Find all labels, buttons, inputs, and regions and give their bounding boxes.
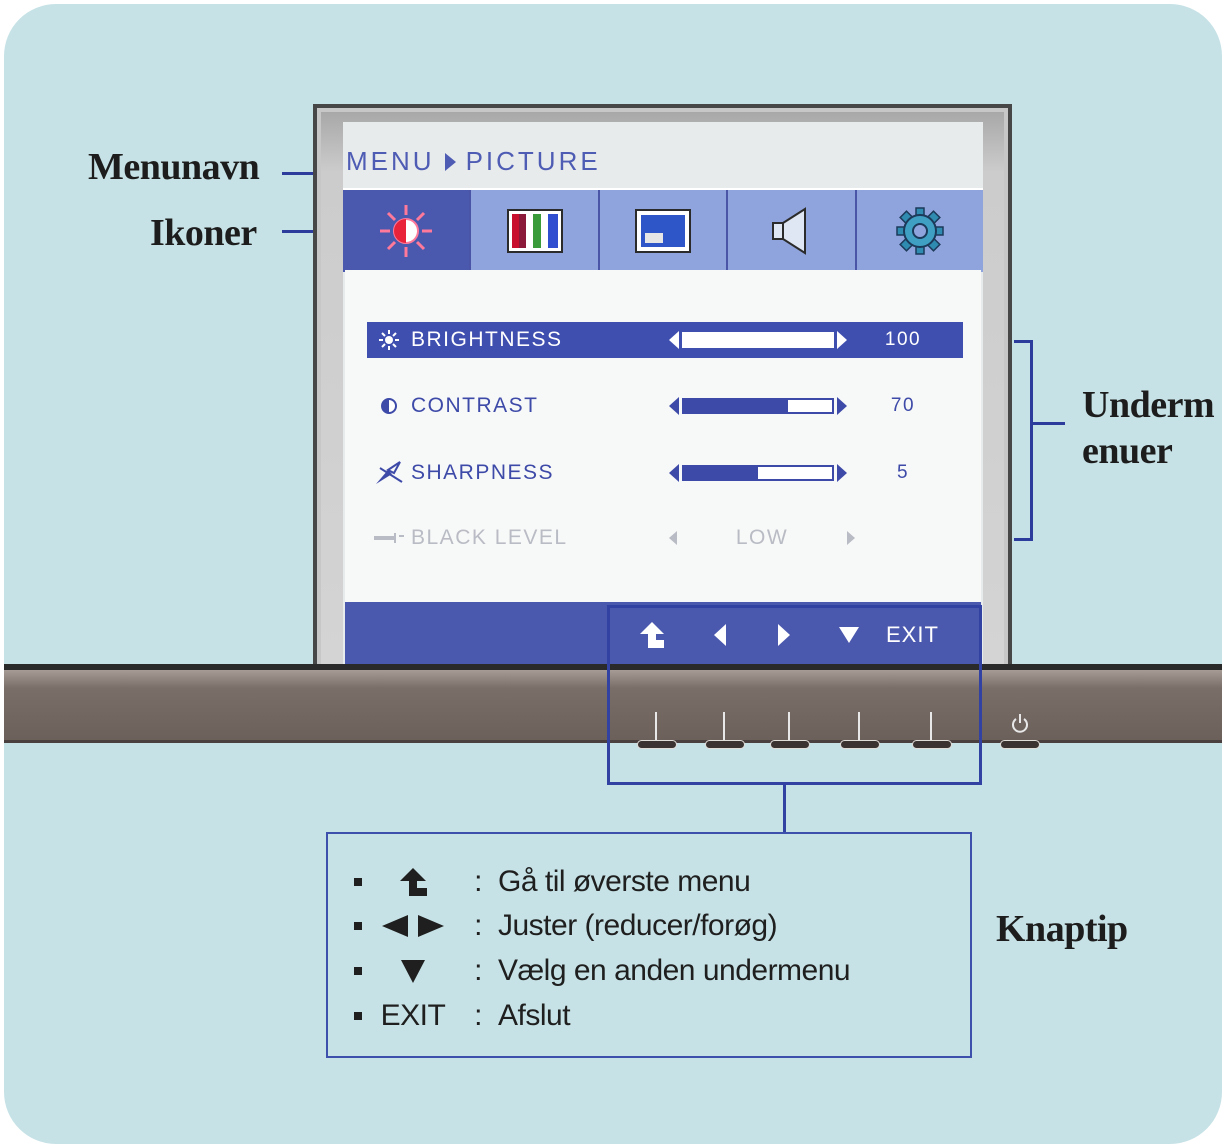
position-icon xyxy=(635,209,692,253)
black-level-icon xyxy=(367,530,411,546)
gear-icon xyxy=(896,207,944,255)
sun-icon xyxy=(367,329,411,351)
callout-submenus: Underm enuer xyxy=(1082,384,1215,472)
callout-menu-name: Menunavn xyxy=(88,146,260,188)
next-option-icon xyxy=(847,531,855,545)
up-arrow-icon xyxy=(640,622,664,648)
osd-icon-tabs xyxy=(343,188,984,272)
tip-row-adjust: : Juster (reducer/forøg) xyxy=(354,906,778,946)
brightness-slider[interactable] xyxy=(669,331,855,349)
decrease-arrow-icon[interactable] xyxy=(669,397,679,415)
increase-arrow-icon[interactable] xyxy=(837,464,847,482)
option-value: LOW xyxy=(735,526,789,549)
slider-fill xyxy=(684,400,788,412)
stand-edge-bottom xyxy=(4,740,1222,743)
leader-button-tips xyxy=(783,785,786,832)
bullet xyxy=(354,878,362,886)
leader-icons xyxy=(282,230,316,233)
down-triangle-icon xyxy=(368,958,458,984)
tip-text: Juster (reducer/forøg) xyxy=(498,909,778,942)
slider-track xyxy=(682,465,834,481)
row-label: BLACK LEVEL xyxy=(411,526,568,549)
breadcrumb-menu: MENU xyxy=(346,146,435,176)
row-value: 70 xyxy=(890,395,916,416)
tab-position[interactable] xyxy=(599,190,729,272)
contrast-slider[interactable] xyxy=(669,397,855,415)
tab-color[interactable] xyxy=(471,190,600,272)
left-arrow-icon xyxy=(714,624,726,646)
breadcrumb-separator-icon xyxy=(444,152,456,171)
row-label: CONTRAST xyxy=(411,394,539,417)
row-label: BRIGHTNESS xyxy=(411,328,563,351)
exit-label: EXIT xyxy=(380,999,446,1032)
increase-arrow-icon[interactable] xyxy=(837,397,847,415)
bullet xyxy=(354,1012,362,1020)
tip-text: Afslut xyxy=(498,999,571,1032)
contrast-icon xyxy=(367,396,411,416)
callout-button-tips: Knaptip xyxy=(996,908,1128,950)
monitor-stand xyxy=(4,670,1222,740)
tab-setup[interactable] xyxy=(856,190,984,272)
slider-track xyxy=(682,332,834,348)
increase-arrow-icon[interactable] xyxy=(837,331,847,349)
up-arrow-icon xyxy=(368,866,458,898)
submenu-row-brightness[interactable]: BRIGHTNESS 100 xyxy=(367,322,963,358)
leader-menu-name xyxy=(282,172,316,175)
exit-hint: EXIT xyxy=(886,622,939,647)
brightness-icon xyxy=(380,205,433,257)
osd-key-hints: EXIT xyxy=(612,620,939,650)
speaker-icon xyxy=(772,207,807,255)
slider-track xyxy=(682,398,834,414)
row-value: 5 xyxy=(896,462,910,483)
previous-option-icon xyxy=(669,531,677,545)
tab-picture[interactable] xyxy=(343,190,472,272)
button-tips-legend xyxy=(326,832,972,1058)
breadcrumb-current: PICTURE xyxy=(465,146,601,176)
bullet xyxy=(354,922,362,930)
breadcrumb: MENU PICTURE xyxy=(346,146,601,177)
sharpness-slider[interactable] xyxy=(669,464,855,482)
decrease-arrow-icon[interactable] xyxy=(669,331,679,349)
decrease-arrow-icon[interactable] xyxy=(669,464,679,482)
leader-submenus xyxy=(1033,422,1065,425)
color-bars-icon xyxy=(506,209,563,253)
slider-fill xyxy=(684,334,832,346)
tip-row-exit: EXIT : Afslut xyxy=(354,996,571,1036)
slider-fill xyxy=(684,467,758,479)
power-icon xyxy=(1012,714,1028,733)
row-label: SHARPNESS xyxy=(411,461,555,484)
submenu-row-black-level: BLACK LEVEL LOW xyxy=(367,520,963,556)
row-value: 100 xyxy=(884,329,922,350)
black-level-selector: LOW xyxy=(669,526,855,550)
left-right-icon xyxy=(368,913,458,939)
down-triangle-icon xyxy=(839,627,859,643)
sharpness-icon xyxy=(367,460,411,486)
submenu-row-contrast[interactable]: CONTRAST 70 xyxy=(367,388,963,424)
stand-edge xyxy=(4,664,1222,670)
submenu-row-sharpness[interactable]: SHARPNESS 5 xyxy=(367,455,963,491)
tip-row-up: : Gå til øverste menu xyxy=(354,862,751,902)
tip-text: Gå til øverste menu xyxy=(498,865,751,898)
right-arrow-icon xyxy=(778,624,790,646)
tip-row-down: : Vælg en anden undermenu xyxy=(354,951,851,991)
tip-text: Vælg en anden undermenu xyxy=(498,954,851,987)
bullet xyxy=(354,967,362,975)
submenu-bracket xyxy=(1014,340,1033,541)
callout-icons: Ikoner xyxy=(150,212,257,254)
button-highlight-frame xyxy=(607,605,982,785)
tab-sound[interactable] xyxy=(728,190,857,272)
